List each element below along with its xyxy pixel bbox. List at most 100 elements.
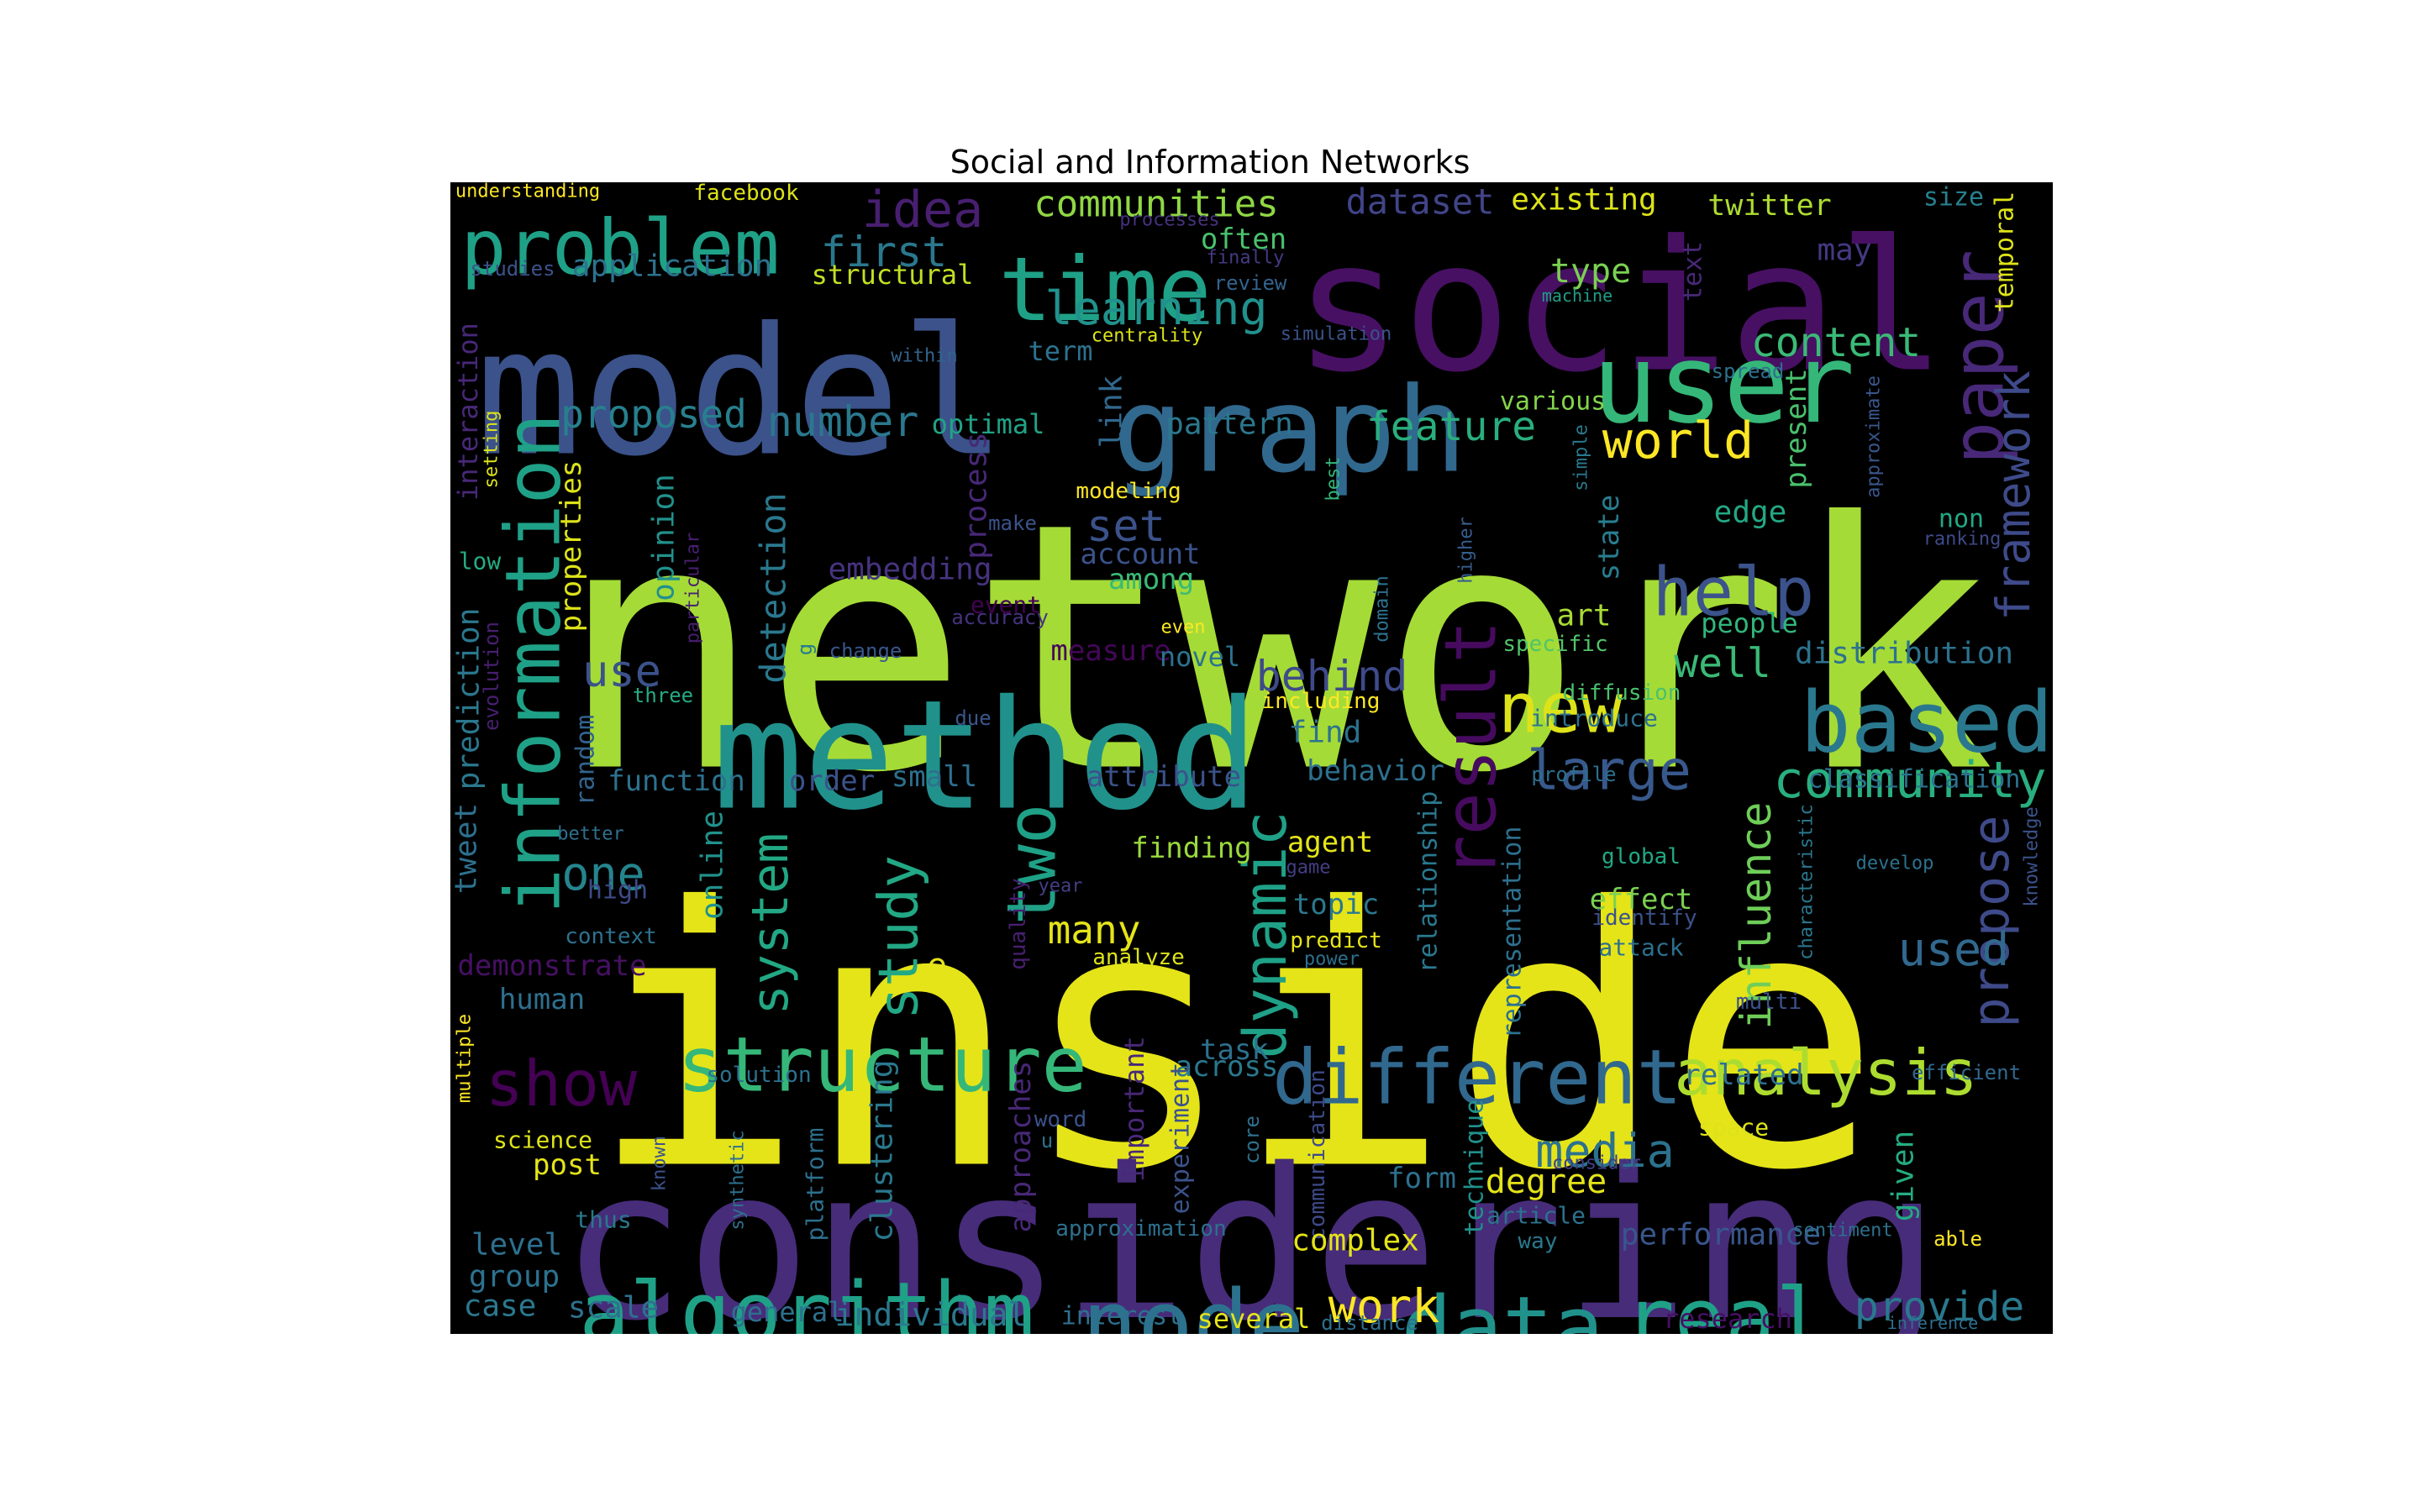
cloud-word: g: [793, 643, 817, 655]
cloud-word: better: [557, 824, 623, 845]
cloud-word: media: [1535, 1124, 1675, 1178]
cloud-word: synthetic: [728, 1130, 749, 1230]
cloud-word: topic: [1293, 888, 1379, 921]
cloud-word: form: [1387, 1162, 1456, 1195]
cloud-word: scale: [568, 1291, 659, 1326]
cloud-word: inference: [1887, 1313, 1978, 1333]
cloud-word: even: [1161, 617, 1206, 638]
cloud-word: twitter: [1707, 189, 1832, 223]
cloud-word: non: [1939, 505, 1984, 534]
cloud-word: global: [1602, 844, 1681, 869]
cloud-word: event: [971, 591, 1041, 619]
cloud-word: general: [731, 1296, 844, 1328]
cloud-word: demonstrate: [457, 949, 646, 983]
cloud-word: embedding: [828, 553, 992, 587]
cloud-word: change: [829, 639, 902, 663]
cloud-word: often: [1201, 223, 1286, 256]
cloud-word: new: [1498, 669, 1623, 749]
cloud-word: application: [572, 249, 772, 284]
cloud-word: studies: [470, 257, 555, 281]
cloud-word: model: [476, 290, 1007, 496]
cloud-word: review: [1214, 271, 1287, 295]
cloud-word: type: [1550, 252, 1631, 291]
cloud-word: understanding: [455, 182, 600, 202]
cloud-word: prediction: [452, 608, 487, 790]
cloud-word: different: [1272, 1034, 1682, 1122]
cloud-word: paper: [1938, 249, 2021, 465]
cloud-word: space: [1698, 1114, 1769, 1142]
cloud-word: edge: [1714, 496, 1787, 530]
cloud-word: help: [1653, 554, 1815, 632]
cloud-word: size: [1923, 183, 1984, 213]
cloud-word: measure: [1050, 634, 1171, 668]
cloud-word: game: [1286, 858, 1331, 879]
cloud-word: analyze: [1092, 945, 1185, 970]
cloud-word: text: [1679, 241, 1708, 302]
cloud-word: platform: [802, 1128, 829, 1242]
cloud-word: well: [1674, 640, 1771, 687]
cloud-word: work: [1328, 1279, 1439, 1333]
cloud-word: best: [1323, 457, 1344, 501]
cloud-word: thus: [575, 1206, 631, 1234]
cloud-word: interaction: [452, 323, 484, 501]
cloud-word: show: [486, 1047, 638, 1121]
cloud-word: dynamic: [1231, 811, 1300, 1058]
cloud-word: relationship: [1414, 791, 1444, 974]
cloud-word: community: [1773, 751, 2046, 810]
cloud-word: group: [469, 1260, 560, 1294]
cloud-word: algorithm: [579, 1264, 1034, 1335]
cloud-word: two: [993, 804, 1071, 926]
cloud-word: people: [1701, 607, 1798, 639]
cloud-word: ranking: [1923, 529, 2002, 550]
cloud-word: link: [1095, 375, 1129, 448]
cloud-word: three: [633, 684, 693, 707]
cloud-word: large: [1527, 740, 1691, 803]
cloud-word: influence: [1732, 802, 1781, 1030]
cloud-word: centrality: [1092, 326, 1202, 347]
cloud-word: develop: [1856, 853, 1934, 874]
cloud-word: analysis: [1674, 1036, 1977, 1110]
cloud-word: method: [713, 669, 1259, 844]
cloud-word: profile: [1531, 763, 1616, 786]
cloud-word: word: [1034, 1107, 1087, 1132]
cloud-word: higher: [1456, 517, 1477, 583]
cloud-word: make: [988, 512, 1037, 535]
cloud-word: predict: [1290, 928, 1382, 953]
cloud-word: existing: [1511, 183, 1656, 218]
cloud-word: approximation: [1055, 1216, 1227, 1242]
cloud-word: performance: [1621, 1218, 1821, 1252]
cloud-word: experiment: [1166, 1063, 1196, 1215]
cloud-word: properties: [555, 460, 588, 633]
cloud-word: classification: [1808, 765, 2021, 795]
cloud-word: various: [1500, 387, 1606, 417]
cloud-word: data: [1402, 1278, 1604, 1335]
cloud-word: problem: [460, 204, 779, 292]
cloud-word: information: [490, 413, 578, 914]
cloud-word: agent: [1287, 826, 1373, 859]
cloud-word: due: [955, 706, 991, 730]
cloud-word: multi: [1736, 990, 1802, 1015]
cloud-word: small: [892, 760, 977, 794]
cloud-word: may: [1817, 234, 1871, 268]
cloud-word: introduce: [1530, 705, 1658, 732]
cloud-word: processes: [1119, 210, 1219, 231]
cloud-word: result: [1430, 620, 1513, 878]
cloud-word: proposed: [560, 391, 747, 437]
cloud-word: solution: [706, 1063, 811, 1088]
cloud-word: time: [999, 239, 1212, 341]
cloud-word: finally: [1207, 248, 1285, 269]
cloud-word: term: [1028, 335, 1092, 367]
cloud-word: temporal: [1991, 192, 2020, 313]
cloud-word: several: [1197, 1303, 1311, 1334]
cloud-word: consider: [1552, 1153, 1641, 1174]
cloud-word: online: [696, 811, 730, 920]
cloud-word: context: [565, 924, 657, 949]
cloud-word: sentiment: [1792, 1221, 1892, 1242]
cloud-word: article: [1486, 1202, 1586, 1230]
cloud-word: user: [1591, 320, 1854, 448]
cloud-word: feature: [1366, 403, 1536, 450]
cloud-word: setting: [481, 411, 502, 489]
cloud-word: structure: [677, 1021, 1087, 1110]
cloud-word: finding: [1131, 832, 1251, 865]
chart-title: Social and Information Networks: [950, 144, 1470, 181]
